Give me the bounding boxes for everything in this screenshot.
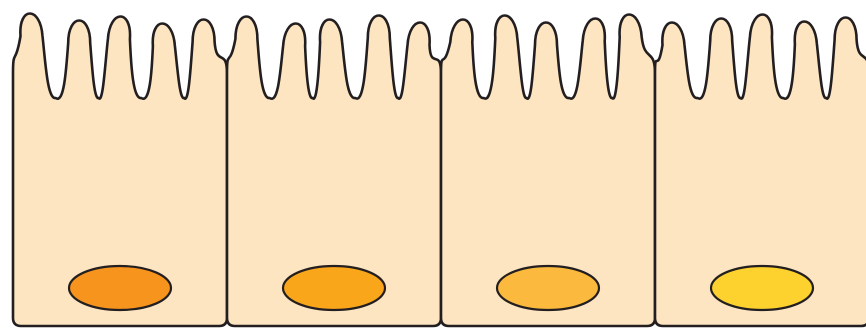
nucleus [69, 266, 171, 310]
cell-4 [655, 15, 866, 327]
nucleus [283, 266, 385, 310]
nucleus [711, 266, 813, 310]
cell-2 [227, 16, 441, 327]
cell-1 [13, 14, 227, 327]
nucleus [497, 266, 599, 310]
cell-3 [441, 15, 655, 327]
